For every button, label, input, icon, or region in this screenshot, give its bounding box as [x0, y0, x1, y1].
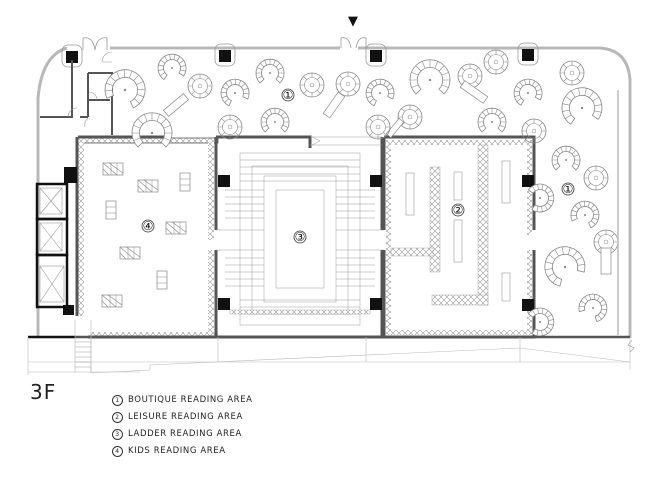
entrance-marker-icon: ▼ [348, 14, 358, 29]
kids-furniture [101, 162, 191, 308]
column [64, 167, 77, 183]
main-entrance-door [340, 37, 367, 49]
leisure-area-label: ② [453, 203, 464, 217]
leisure-area-walls [382, 135, 536, 339]
kids-area-walls [75, 135, 219, 339]
legend-number-4: 4 [112, 446, 123, 457]
legend-item-boutique: 1 BOUTIQUE READING AREA [112, 392, 253, 409]
bottom-section [27, 320, 635, 375]
ladder-stairs [216, 152, 384, 326]
legend-number-1: 1 [112, 395, 123, 406]
boutique-area-label-right: ① [563, 182, 574, 196]
legend-number-3: 3 [112, 429, 123, 440]
boutique-seating [100, 49, 619, 339]
legend-item-ladder: 3 LADDER READING AREA [112, 426, 253, 443]
ladder-columns [218, 175, 382, 310]
leisure-columns [522, 175, 534, 311]
legend-label: LEISURE READING AREA [128, 412, 243, 422]
floor-label: 3F [30, 380, 57, 404]
legend-item-kids: 4 KIDS READING AREA [112, 443, 253, 460]
left-entrance-door [82, 37, 108, 51]
kids-area-label: ④ [143, 219, 154, 233]
area-legend: 1 BOUTIQUE READING AREA 2 LEISURE READIN… [112, 392, 253, 460]
elevator-cars [39, 187, 65, 303]
ladder-area-label: ③ [295, 230, 306, 244]
floor-plan: ▼ [27, 14, 635, 375]
legend-label: KIDS READING AREA [128, 446, 226, 456]
legend-number-2: 2 [112, 412, 123, 423]
elevator-shafts [35, 182, 69, 309]
column [63, 305, 74, 315]
boutique-area-label-top: ① [283, 88, 294, 102]
leisure-tables [405, 160, 511, 302]
service-rooms [40, 60, 113, 135]
legend-item-leisure: 2 LEISURE READING AREA [112, 409, 253, 426]
legend-label: LADDER READING AREA [128, 429, 242, 439]
service-doors [67, 51, 113, 128]
legend-label: BOUTIQUE READING AREA [128, 395, 253, 405]
